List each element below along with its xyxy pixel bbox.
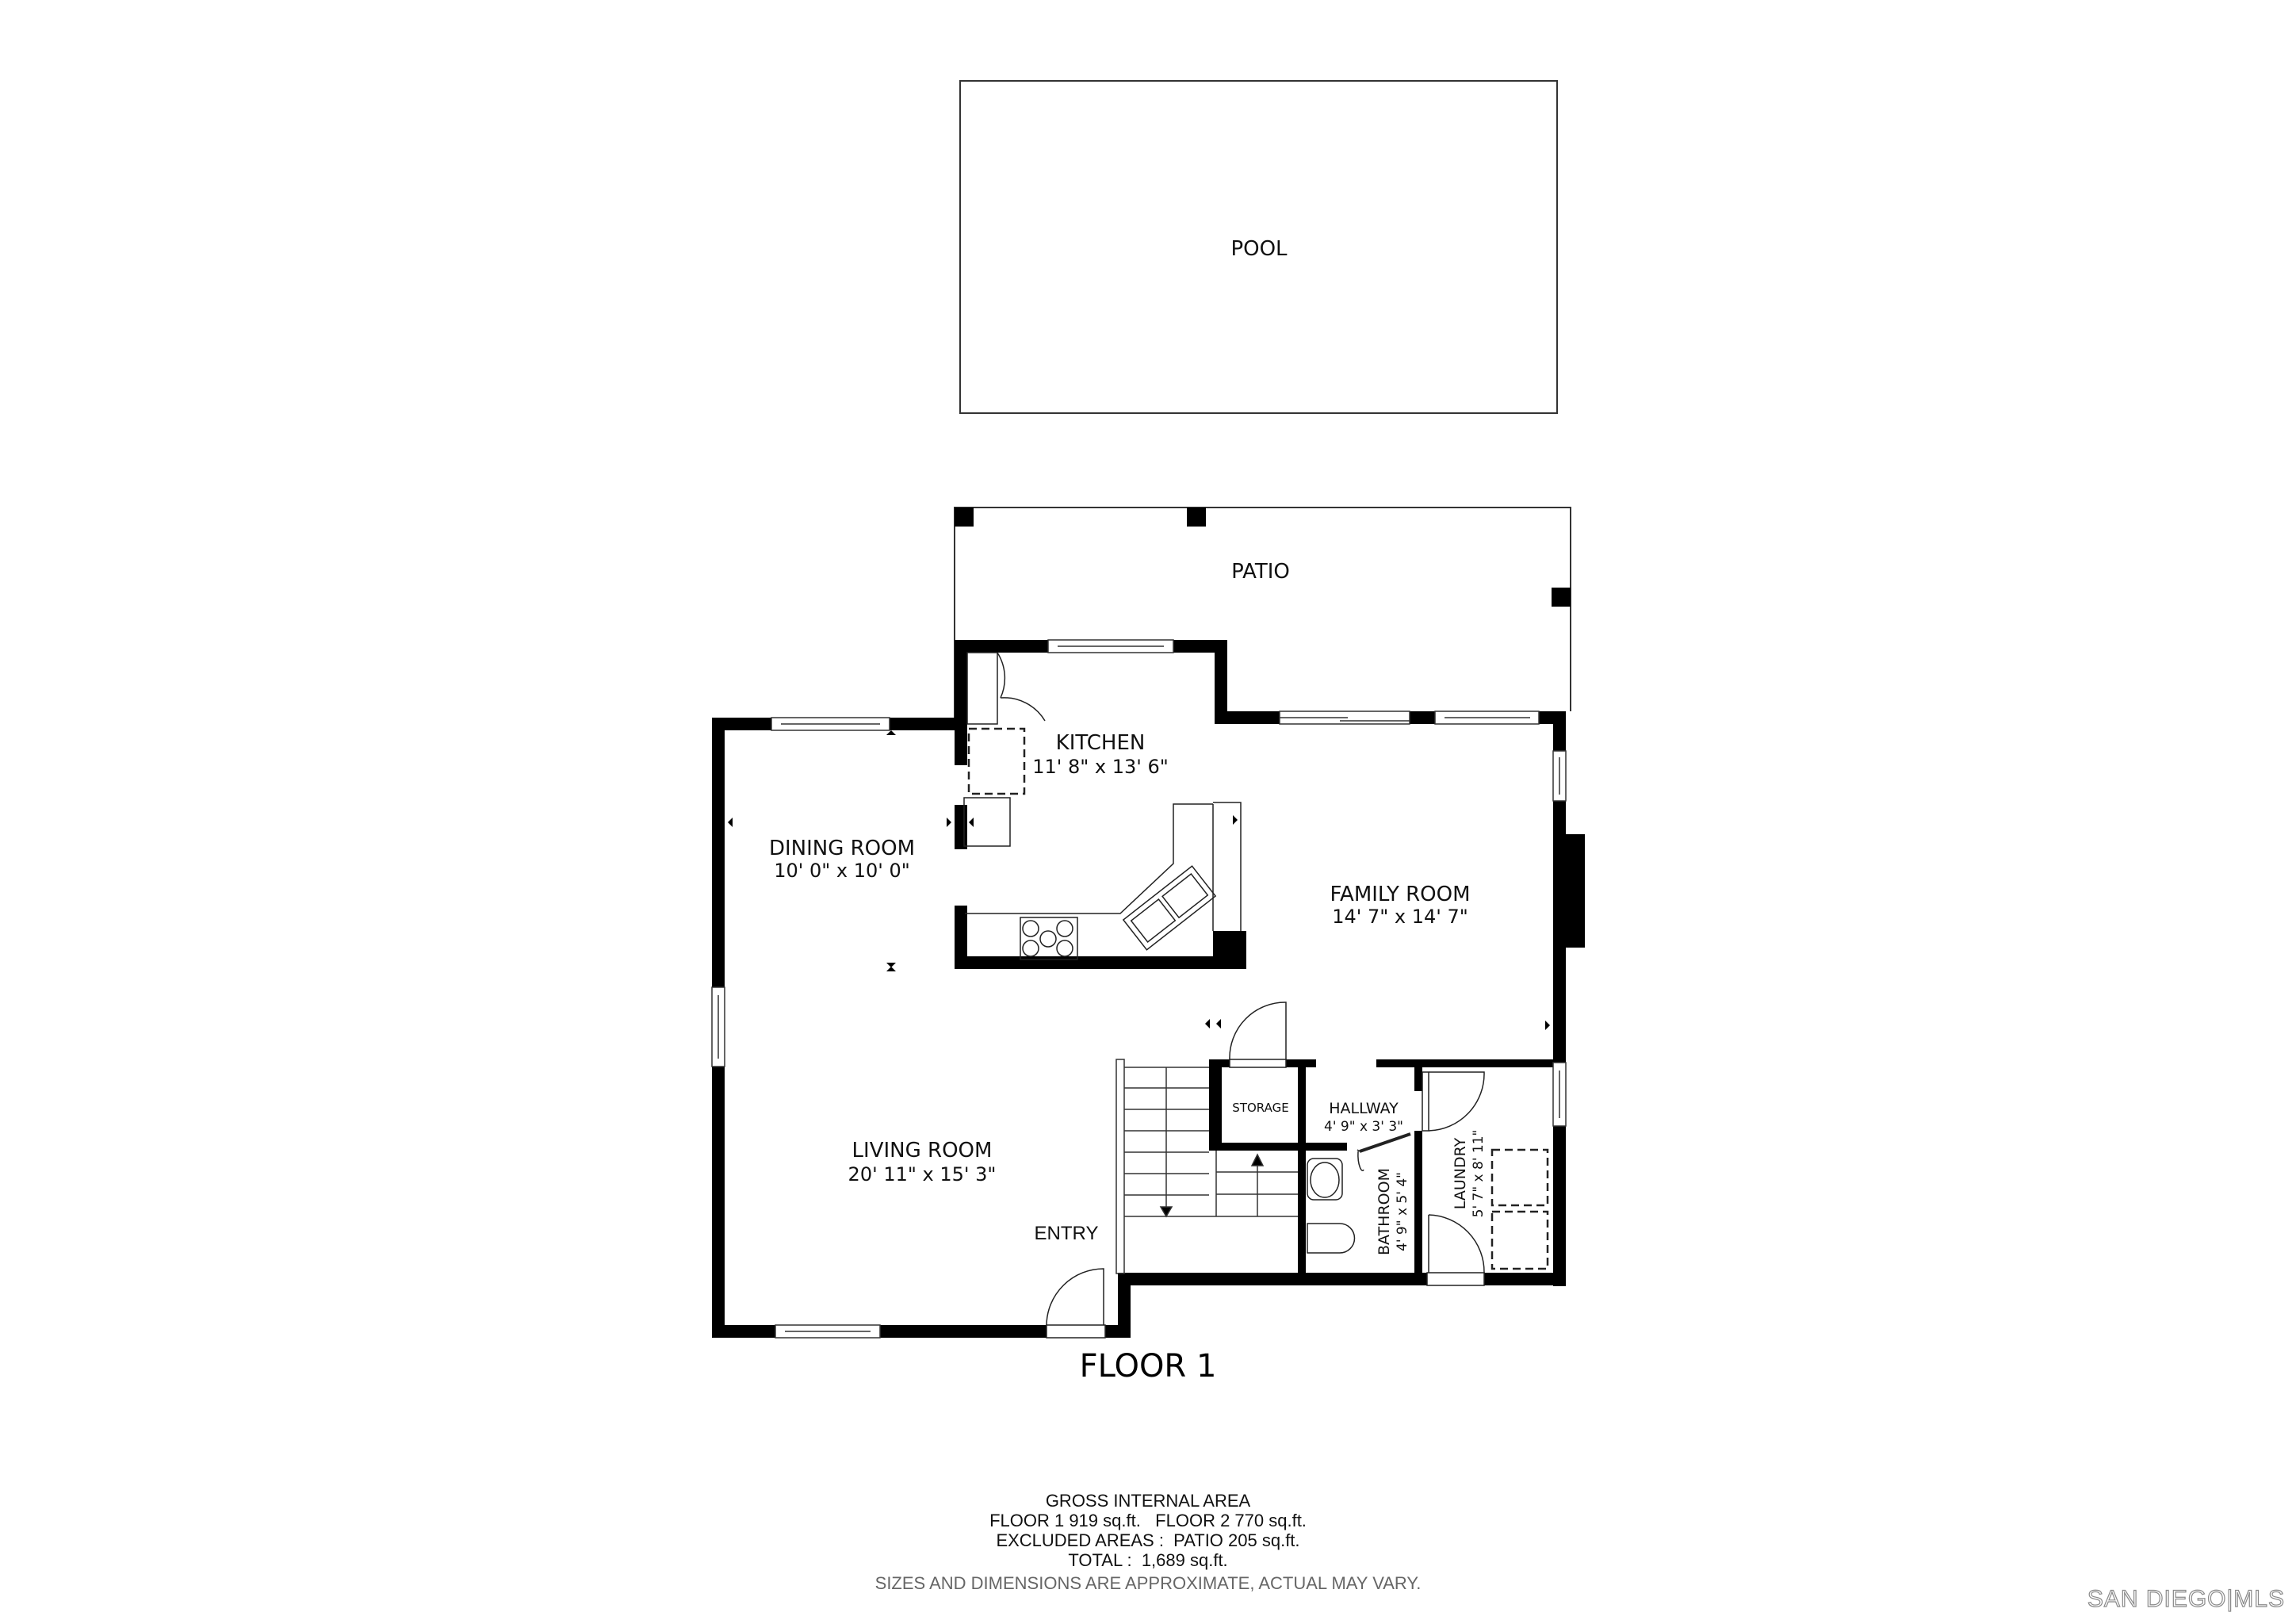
bath-fixtures bbox=[1307, 1148, 1549, 1270]
patio-post bbox=[955, 508, 974, 527]
area-excluded: EXCLUDED AREAS : PATIO 205 sq.ft. bbox=[996, 1530, 1300, 1550]
family-room-dims: 14' 7" x 14' 7" bbox=[1332, 906, 1468, 928]
area-floors: FLOOR 1 919 sq.ft. FLOOR 2 770 sq.ft. bbox=[989, 1511, 1307, 1530]
hallway-label: HALLWAY bbox=[1329, 1100, 1399, 1117]
hallway-dims: 4' 9" x 3' 3" bbox=[1324, 1119, 1403, 1135]
living-room-label: LIVING ROOM bbox=[852, 1139, 993, 1162]
sink-icon bbox=[1122, 865, 1217, 951]
doors bbox=[966, 652, 1485, 1339]
living-room-dims: 20' 11" x 15' 3" bbox=[848, 1163, 997, 1185]
dining-room-dims: 10' 0" x 10' 0" bbox=[774, 860, 910, 882]
floor-title: FLOOR 1 bbox=[1079, 1348, 1217, 1385]
cooktop-icon bbox=[1020, 917, 1078, 960]
brand-logo: SAN DIEGO|MLS bbox=[2087, 1585, 2285, 1612]
dimension-markers bbox=[728, 730, 1550, 1030]
area-summary: GROSS INTERNAL AREA FLOOR 1 919 sq.ft. F… bbox=[0, 1491, 2296, 1593]
room-labels: KITCHEN 11' 8" x 13' 6" DINING ROOM 10' … bbox=[769, 731, 1487, 1255]
dining-room-label: DINING ROOM bbox=[769, 837, 915, 860]
toilet-icon bbox=[1307, 1223, 1356, 1254]
patio-post bbox=[1187, 508, 1206, 527]
bathroom-label: BATHROOM bbox=[1376, 1168, 1393, 1255]
area-heading: GROSS INTERNAL AREA bbox=[1045, 1491, 1251, 1511]
storage-label: STORAGE bbox=[1232, 1101, 1288, 1115]
kitchen-label: KITCHEN bbox=[1056, 731, 1146, 755]
windows bbox=[711, 639, 1567, 1339]
bathroom-dims: 4' 9" x 5' 4" bbox=[1395, 1172, 1410, 1251]
kitchen-fixtures bbox=[963, 727, 1242, 960]
fridge-outline bbox=[967, 727, 1026, 795]
washer-outline bbox=[1490, 1148, 1549, 1207]
pool-label: POOL bbox=[1230, 237, 1288, 261]
patio-label: PATIO bbox=[1231, 560, 1290, 584]
entry-label: ENTRY bbox=[1035, 1223, 1099, 1244]
pool-area: POOL bbox=[959, 80, 1558, 414]
area-total: TOTAL : 1,689 sq.ft. bbox=[1068, 1550, 1228, 1570]
dryer-outline bbox=[1490, 1210, 1549, 1270]
family-room-label: FAMILY ROOM bbox=[1330, 883, 1470, 906]
kitchen-dims: 11' 8" x 13' 6" bbox=[1032, 756, 1169, 778]
patio-post bbox=[1552, 588, 1571, 607]
patio-area: PATIO bbox=[954, 507, 1571, 721]
stairs bbox=[1115, 1059, 1298, 1274]
walls bbox=[712, 640, 1585, 1338]
laundry-label: LAUNDRY bbox=[1452, 1137, 1469, 1209]
disclaimer: SIZES AND DIMENSIONS ARE APPROXIMATE, AC… bbox=[874, 1573, 1422, 1593]
sink-icon bbox=[1307, 1158, 1343, 1201]
laundry-dims: 5' 7" x 8' 11" bbox=[1471, 1130, 1487, 1218]
